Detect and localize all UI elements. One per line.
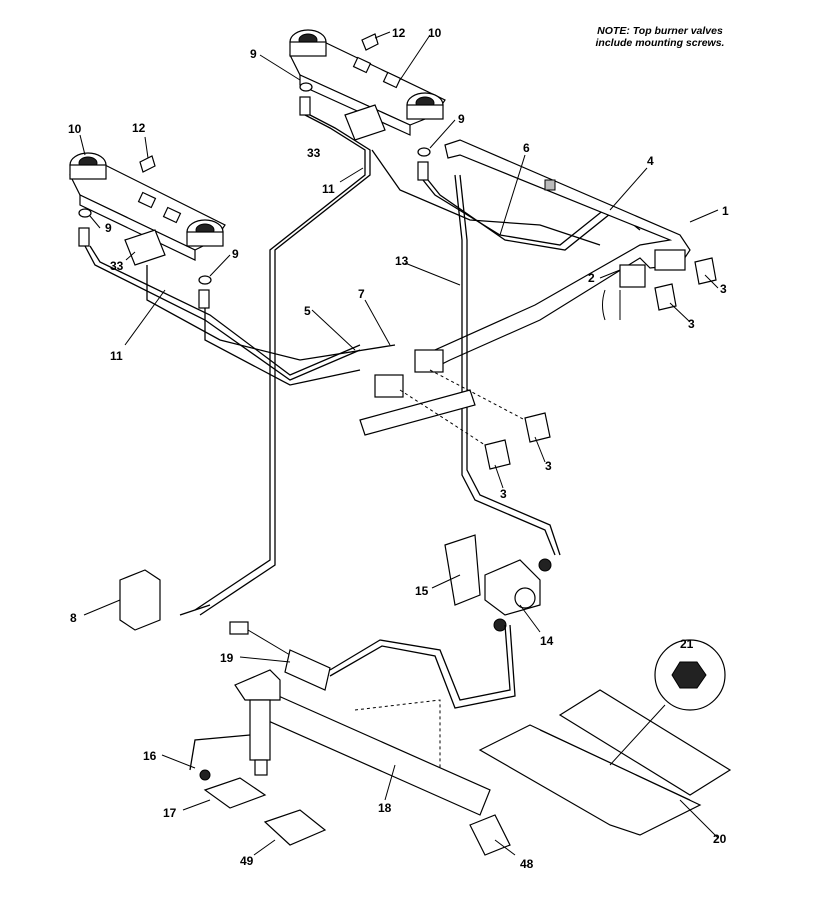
callout-15: 15 — [415, 584, 429, 598]
bracket-33-top — [344, 104, 386, 141]
callout-2: 2 — [588, 271, 595, 285]
callout-12: 12 — [132, 121, 146, 135]
callout-9: 9 — [105, 221, 112, 235]
callout-3: 3 — [500, 487, 507, 501]
callout-20: 20 — [713, 832, 727, 846]
callout-48: 48 — [520, 857, 534, 871]
burner-mount — [189, 669, 281, 781]
note-line-1: NOTE: Top burner valves — [597, 25, 723, 37]
oven-burner-18 — [254, 689, 491, 816]
orifice-ring-9d — [198, 275, 212, 285]
left-burner-assembly — [69, 152, 226, 261]
callout-9: 9 — [250, 47, 257, 61]
top-burner-valves — [374, 249, 686, 398]
bracket-12-left — [139, 155, 156, 173]
note-text: NOTE: Top burner valves include mounting… — [560, 25, 760, 49]
orifice-9a-fitting — [299, 96, 311, 116]
callout-labels: 1 2 3 3 3 3 4 5 6 7 8 9 9 9 9 10 10 11 1… — [68, 26, 729, 871]
callout-13: 13 — [395, 254, 409, 268]
nut-21 — [671, 661, 707, 689]
leader-lines — [79, 31, 719, 856]
oven-safety-valve — [484, 558, 552, 632]
bracket-49 — [263, 809, 327, 846]
callout-8: 8 — [70, 611, 77, 625]
orifice-ring-9b — [417, 147, 431, 157]
callout-5: 5 — [304, 304, 311, 318]
callout-11: 11 — [322, 182, 335, 196]
valve-clips-3 — [399, 257, 717, 470]
note-line-2: include mounting screws. — [595, 37, 725, 49]
callout-19: 19 — [220, 651, 234, 665]
callout-21: 21 — [680, 637, 694, 651]
wire-harness — [179, 604, 211, 616]
orifice-ring-9a — [299, 82, 313, 92]
valve-bracket-15 — [444, 534, 481, 606]
callout-33: 33 — [110, 259, 124, 273]
callout-11: 11 — [110, 349, 123, 363]
callout-10: 10 — [68, 122, 82, 136]
callout-49: 49 — [240, 854, 254, 868]
callout-18: 18 — [378, 801, 392, 815]
callout-4: 4 — [647, 154, 654, 168]
orifice-9c-fitting — [78, 227, 90, 247]
callout-16: 16 — [143, 749, 157, 763]
callout-17: 17 — [163, 806, 177, 820]
callout-10: 10 — [428, 26, 442, 40]
callout-33: 33 — [307, 146, 321, 160]
bracket-48 — [469, 814, 511, 856]
main-gas-tube — [454, 174, 556, 556]
callout-6: 6 — [523, 141, 530, 155]
manifold-pipe — [434, 139, 691, 366]
manifold-clip — [544, 179, 556, 191]
rear-burner-assembly — [289, 29, 446, 136]
callout-1: 1 — [722, 204, 729, 218]
callout-14: 14 — [540, 634, 554, 648]
callout-7: 7 — [358, 287, 365, 301]
callout-3: 3 — [545, 459, 552, 473]
callout-12: 12 — [392, 26, 406, 40]
callout-3: 3 — [720, 282, 727, 296]
callout-9: 9 — [232, 247, 239, 261]
orifice-9b-fitting — [417, 161, 429, 181]
orifice-ring-9c — [78, 208, 92, 218]
igniter-19 — [229, 621, 331, 691]
spark-module-8 — [119, 569, 161, 631]
orifice-9d-fitting — [198, 289, 210, 309]
burner-gas-line — [329, 624, 511, 701]
bracket-33-left — [124, 229, 166, 266]
bracket-12-top — [361, 33, 379, 51]
valve-bracket — [359, 389, 476, 436]
callout-9: 9 — [458, 112, 465, 126]
baffle-20 — [478, 689, 732, 836]
callout-3: 3 — [688, 317, 695, 331]
orifice-hood-17 — [203, 777, 267, 809]
